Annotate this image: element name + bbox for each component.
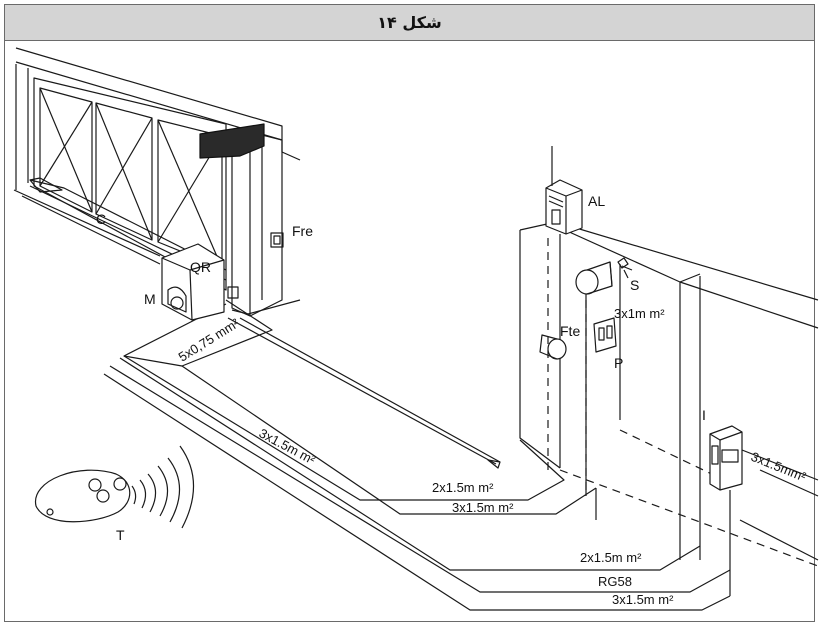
gate-post xyxy=(199,123,301,317)
photocell-fte xyxy=(539,334,567,360)
flashing-light-al xyxy=(545,146,583,235)
label-m: M xyxy=(144,291,156,307)
conduit-dashed xyxy=(547,238,819,567)
photocell-fre xyxy=(270,232,284,248)
label-p: P xyxy=(614,355,623,371)
key-selector-s xyxy=(575,257,633,295)
figure-title: شکل ۱۴ xyxy=(377,13,442,32)
cable-label-lower-a: 2x1.5m m² xyxy=(580,550,642,565)
label-fte: Fte xyxy=(560,323,580,339)
cable-label-lower-b: 3x1.5m m² xyxy=(612,592,674,607)
cable-runs xyxy=(103,357,731,611)
remote-control-t xyxy=(35,445,195,529)
figure-title-bar: شکل ۱۴ xyxy=(4,4,815,41)
cable-label-antenna: RG58 xyxy=(598,574,632,589)
cable-label-fte-a: 2x1.5m m² xyxy=(432,480,494,495)
cable-label-s-to-p: 3x1m m² xyxy=(614,306,665,321)
cable-label-motor-fre: 5x0,75 mm² xyxy=(176,315,243,364)
label-i: I xyxy=(702,407,706,423)
label-s: S xyxy=(630,277,639,293)
motor-unit xyxy=(161,243,239,321)
push-button-p xyxy=(593,317,617,353)
cable-label-mains-i: 3x1.5mm² xyxy=(749,449,809,485)
label-qr: QR xyxy=(190,259,211,275)
wall-pillar xyxy=(519,221,819,561)
label-c: C xyxy=(96,211,106,227)
label-fre: Fre xyxy=(292,223,313,239)
label-t: T xyxy=(116,527,125,543)
cable-label-fte-b: 3x1.5m m² xyxy=(452,500,514,515)
main-switch-i xyxy=(709,425,819,596)
ground-track xyxy=(123,299,597,520)
label-al: AL xyxy=(588,193,605,209)
sliding-gate xyxy=(13,47,283,291)
